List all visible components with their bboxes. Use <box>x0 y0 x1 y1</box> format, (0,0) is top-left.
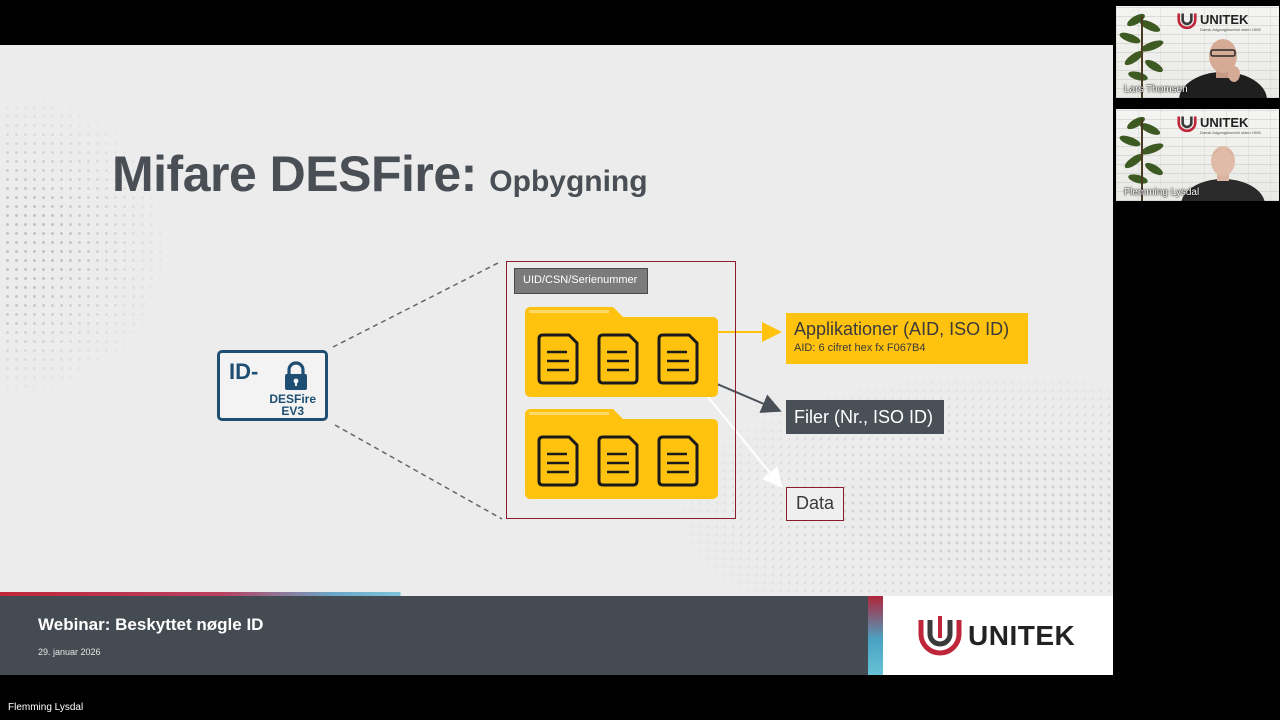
slide-title-sub: Opbygning <box>489 165 648 198</box>
uid-label: UID/CSN/Serienummer <box>514 268 648 294</box>
unitek-logo: UNITEK <box>883 596 1113 675</box>
slide-footer: Webinar: Beskyttet nøgle ID 29. januar 2… <box>0 596 883 675</box>
participant-name: Flemming Lysdal <box>1124 187 1200 198</box>
badge-desfire-label: DESFire EV3 <box>269 393 316 417</box>
applikationer-title: Applikationer (AID, ISO ID) <box>794 319 1010 339</box>
dot-pattern-left <box>0 85 180 405</box>
active-speaker-name: Flemming Lysdal <box>8 702 84 713</box>
tile-logo-text: UNITEK <box>1200 115 1249 130</box>
badge-line-2: EV3 <box>281 404 304 418</box>
shared-slide: Mifare DESFire: Opbygning ID- <box>0 45 1113 675</box>
footer-accent-line <box>0 592 1113 597</box>
applikationer-box: Applikationer (AID, ISO ID) AID: 6 cifre… <box>786 313 1028 364</box>
dashed-line-top <box>332 261 501 348</box>
plant-image <box>1119 13 1164 98</box>
dashed-line-bottom <box>334 424 503 520</box>
slide-title: Mifare DESFire: Opbygning <box>112 145 648 203</box>
lock-icon <box>285 361 307 390</box>
slide-title-main: Mifare DESFire: <box>112 146 477 202</box>
participant-video <box>1179 39 1267 98</box>
footer-date: 29. januar 2026 <box>38 647 101 657</box>
badge-line-1: DESFire <box>269 392 316 406</box>
badge-id-text: ID- <box>229 359 259 384</box>
unitek-logo-icon <box>1177 116 1197 133</box>
filer-box: Filer (Nr., ISO ID) <box>786 400 944 434</box>
participant-name: Lars Thomsen <box>1124 84 1188 95</box>
participant-tile[interactable]: UNITEK Dansk Adgangskontrol siden 1985 L… <box>1116 6 1279 98</box>
folder-icon <box>525 307 718 397</box>
tile-logo-tagline: Dansk Adgangskontrol siden 1985 <box>1200 130 1261 135</box>
tile-logo-text: UNITEK <box>1200 12 1249 27</box>
footer-title: Webinar: Beskyttet nøgle ID <box>38 615 264 634</box>
applikationer-note: AID: 6 cifret hex fx F067B4 <box>794 342 926 354</box>
folder-icon <box>525 409 718 499</box>
plant-image <box>1119 116 1164 201</box>
tile-logo-tagline: Dansk Adgangskontrol siden 1985 <box>1200 27 1261 32</box>
unitek-logo-icon <box>1177 13 1197 30</box>
footer-color-stripe <box>868 596 883 675</box>
unitek-logo-icon <box>918 616 962 656</box>
data-box: Data <box>786 487 844 521</box>
participant-tile[interactable]: UNITEK Dansk Adgangskontrol siden 1985 F… <box>1116 109 1279 201</box>
card-structure-frame <box>506 261 736 519</box>
participant-video <box>1181 146 1265 201</box>
unitek-logo-text: UNITEK <box>968 620 1076 651</box>
desfire-ev3-badge: ID- DESFire EV3 <box>217 350 328 421</box>
